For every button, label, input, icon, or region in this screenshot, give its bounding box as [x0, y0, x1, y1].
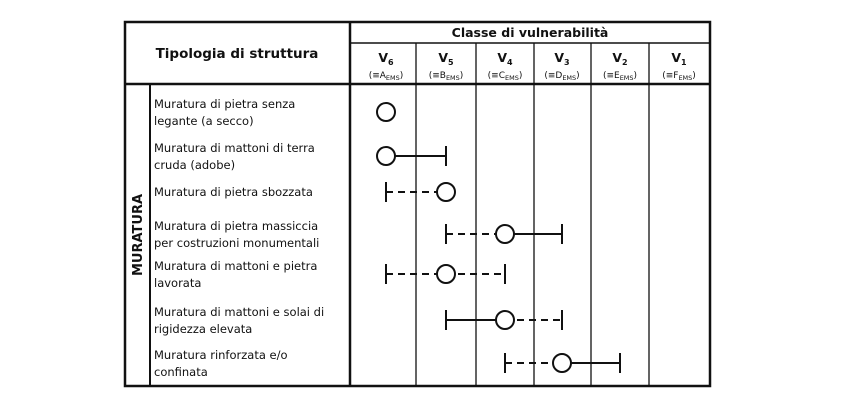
- most-likely-class-marker: [552, 353, 572, 373]
- row-marker: [376, 146, 447, 166]
- row-label-line: cruda (adobe): [154, 158, 235, 172]
- row-label-line: per costruzioni monumentali: [154, 236, 319, 250]
- row-labels: Muratura di pietra senza legante (a secco…: [154, 97, 324, 379]
- most-likely-class-marker: [495, 310, 515, 330]
- most-likely-class-marker: [376, 102, 396, 122]
- class-ems-equivalent: (≡BEMS): [429, 71, 464, 82]
- row-label-line: Muratura di pietra massiccia: [154, 219, 318, 233]
- row-label-line: legante (a secco): [154, 114, 254, 128]
- row-label-line: rigidezza elevata: [154, 322, 252, 336]
- row-marker: [445, 310, 563, 330]
- table-grid: [123, 20, 712, 388]
- class-headers: V6 (≡AEMS) V5 (≡BEMS) V4 (≡CEMS) V3 (≡DEMS) V2 (≡…: [369, 50, 696, 82]
- row-marker: [504, 353, 621, 373]
- row-label-line: Muratura rinforzata e/o: [154, 348, 288, 362]
- group-label: MURATURA: [131, 194, 146, 276]
- class-v2-label: V2: [612, 50, 627, 67]
- class-v3-label: V3: [554, 50, 569, 67]
- class-ems-equivalent: (≡DEMS): [544, 71, 579, 82]
- row-markers: [376, 102, 621, 373]
- class-ems-equivalent: (≡EEMS): [603, 71, 637, 82]
- row-label-line: Muratura di mattoni e pietra: [154, 259, 317, 273]
- class-ems-equivalent: (≡FEMS): [662, 71, 696, 82]
- class-v6-label: V6: [378, 50, 394, 67]
- class-ems-equivalent: (≡CEMS): [488, 71, 523, 82]
- vulnerability-class-header: Classe di vulnerabilità: [452, 25, 609, 40]
- row-marker: [385, 182, 456, 202]
- most-likely-class-marker: [436, 182, 456, 202]
- row-marker: [376, 102, 396, 122]
- class-v5-label: V5: [438, 50, 454, 67]
- typology-header: Tipologia di struttura: [156, 46, 319, 62]
- row-label-line: Muratura di pietra sbozzata: [154, 185, 313, 199]
- class-v1-label: V1: [671, 50, 687, 67]
- row-marker: [445, 224, 563, 244]
- class-ems-equivalent: (≡AEMS): [369, 71, 404, 82]
- row-marker: [385, 264, 506, 284]
- row-label-line: Muratura di mattoni di terra: [154, 141, 315, 155]
- row-label-line: Muratura di pietra senza: [154, 97, 295, 111]
- most-likely-class-marker: [376, 146, 396, 166]
- row-label-line: lavorata: [154, 276, 201, 290]
- most-likely-class-marker: [436, 264, 456, 284]
- most-likely-class-marker: [495, 224, 515, 244]
- class-v4-label: V4: [497, 50, 513, 67]
- row-label-line: Muratura di mattoni e solai di: [154, 305, 324, 319]
- row-label-line: confinata: [154, 365, 208, 379]
